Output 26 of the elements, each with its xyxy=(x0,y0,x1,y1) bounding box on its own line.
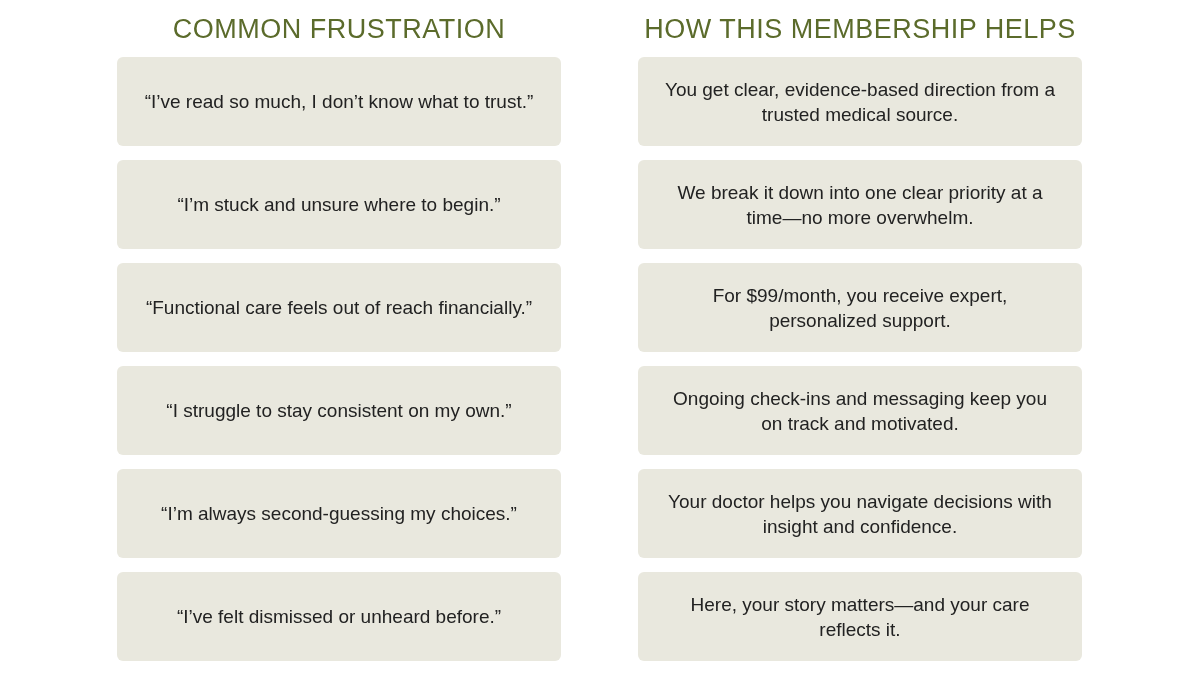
column-heading: COMMON FRUSTRATION xyxy=(171,14,507,45)
frustration-card xyxy=(117,572,561,661)
column-heading: HOW THIS MEMBERSHIP HELPS xyxy=(643,14,1077,45)
benefit-text: Ongoing check-ins and messaging keep you on track and motivated. xyxy=(672,386,1048,436)
quote-text: “I’ve felt dismissed or unheard before.” xyxy=(176,605,502,629)
benefit-text: We break it down into one clear priority at a time—no more overwhelm. xyxy=(676,180,1044,230)
quote-text: “I struggle to stay consistent on my own.” xyxy=(166,399,512,423)
quote-text: “I’m always second-guessing my choices.” xyxy=(161,502,517,526)
benefit-text: For $99/month, you receive expert, personalized support. xyxy=(711,283,1009,333)
quote-text: “I’m stuck and unsure where to begin.” xyxy=(177,193,501,217)
quote-text: “I’ve read so much, I don’t know what to trust.” xyxy=(144,90,534,114)
benefit-card xyxy=(638,160,1082,249)
benefit-text: Your doctor helps you navigate decisions with insight and confidence. xyxy=(667,489,1053,539)
quote-text: “Functional care feels out of reach financially.” xyxy=(145,296,533,320)
frustration-card xyxy=(117,160,561,249)
frustration-card xyxy=(117,57,561,146)
frustration-card xyxy=(117,366,561,455)
benefit-card xyxy=(638,366,1082,455)
frustration-card xyxy=(117,469,561,558)
benefit-card xyxy=(638,57,1082,146)
benefit-card xyxy=(638,469,1082,558)
frustration-card xyxy=(117,263,561,352)
benefit-card xyxy=(638,263,1082,352)
benefit-card xyxy=(638,572,1082,661)
benefit-text: You get clear, evidence-based direction from a trusted medical source. xyxy=(663,77,1057,127)
benefit-text: Here, your story matters—and your care reflects it. xyxy=(689,592,1031,642)
